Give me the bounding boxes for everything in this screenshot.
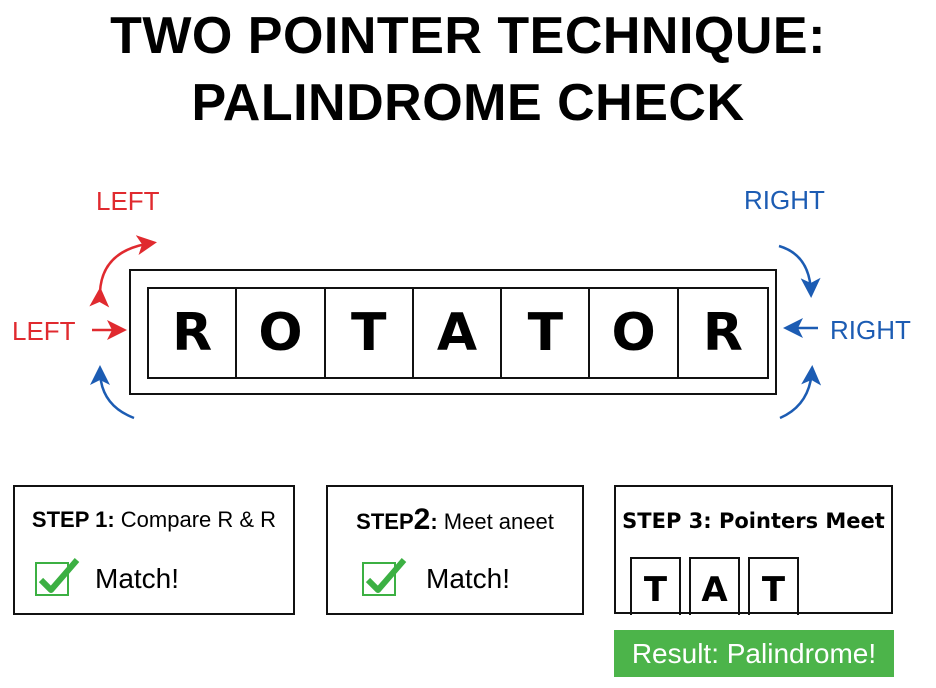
meet-letter-cell: T [630,557,681,615]
letter-cell: T [326,289,414,377]
step-2-card: STEP2: Meet aneet Match! [326,485,584,615]
meet-letter-cell: A [689,557,740,615]
word-outer-frame [129,269,777,395]
step-3-card: STEP 3: Pointers Meet T A T [614,485,893,615]
letter-cell: O [590,289,679,377]
letter-cell: O [237,289,326,377]
letter-cell: T [502,289,591,377]
step-1-status: Match! [95,563,180,594]
right-pointer-label: RIGHT [830,315,911,345]
step-2-title: STEP2: Meet aneet [328,503,582,537]
step-2-number: 2 [413,503,431,536]
step-2-colon: : [430,509,438,534]
step-3-title: STEP 3: Pointers Meet [622,509,885,533]
right-top-blue-arrow [778,244,821,298]
left-pointer-label: LEFT [12,316,76,346]
right-pointer-label-top: RIGHT [744,185,825,215]
step-2-text: Meet aneet [443,509,554,534]
checkbox-check-icon [35,558,80,596]
letter-cell: R [702,303,743,363]
right-bottom-blue-arrow [779,365,822,420]
title-line-1: TWO POINTER TECHNIQUE: [110,7,826,65]
letter-cell: A [414,289,503,377]
left-pointer-label-top: LEFT [96,186,160,216]
letter-cell: R [149,289,238,377]
word-letter-row: R O T A T O R [147,287,770,379]
meet-letters: T A T [630,557,799,615]
step-1-text: Compare R & R [120,507,277,532]
meet-letter-cell: T [748,557,799,615]
step-2-status: Match! [426,563,511,594]
checkbox-check-icon [362,558,407,596]
step-1-prefix: STEP 1: [31,507,115,532]
step-1-title: STEP 1: Compare R & R [15,507,293,533]
step-2-prefix: STEP [356,509,414,534]
title-line-2: PALINDROME CHECK [191,74,745,132]
step-1-card: STEP 1: Compare R & R Match! [13,485,295,615]
result-banner: Result: Palindrome! [614,630,894,677]
